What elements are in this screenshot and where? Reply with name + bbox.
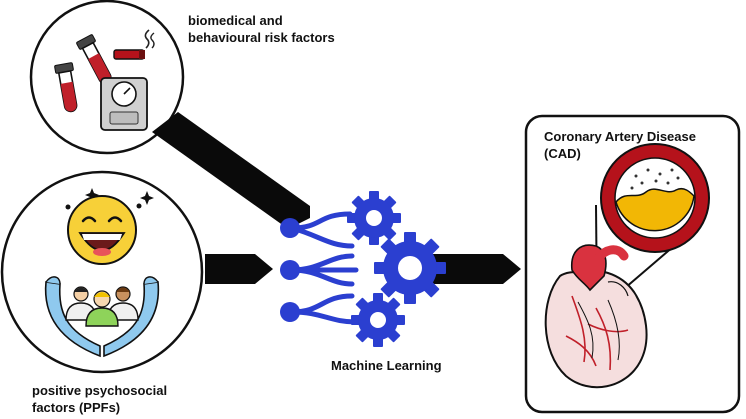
psychosocial-label: positive psychosocial factors (PPFs) <box>32 382 167 416</box>
caring-hands-icon <box>44 276 160 358</box>
people-group-icon <box>65 286 139 327</box>
gear-icon <box>351 293 405 347</box>
biomedical-risk-circle <box>29 0 185 155</box>
gear-icon <box>347 191 401 245</box>
cad-label-line1: Coronary Artery Disease <box>544 129 696 144</box>
artery-plaque-icon <box>600 143 710 253</box>
biomedical-label-line1: biomedical and <box>188 13 283 28</box>
arrow-biomedical-to-ml <box>152 112 310 226</box>
biomedical-label-line2: behavioural risk factors <box>188 30 335 45</box>
psychosocial-label-line1: positive psychosocial <box>32 383 168 398</box>
machine-learning-label: Machine Learning <box>331 358 442 373</box>
cad-label-line2: (CAD) <box>544 146 581 161</box>
heart-icon <box>544 244 648 389</box>
gear-icon <box>374 232 446 304</box>
neural-network-icon <box>280 211 359 325</box>
sparkle-icon <box>85 188 99 202</box>
laughing-emoji-icon <box>67 195 137 265</box>
blood-test-tube-icon <box>76 34 112 85</box>
sparkle-icon <box>140 191 154 205</box>
biomedical-label: biomedical and behavioural risk factors <box>188 12 335 46</box>
weighing-scale-icon <box>100 77 148 131</box>
sparkle-icon <box>65 204 71 210</box>
psychosocial-label-line2: factors (PPFs) <box>32 400 121 415</box>
blood-test-tube-icon <box>54 62 78 113</box>
arrow-ml-to-cad <box>420 254 521 284</box>
arrow-psychosocial-to-ml <box>205 254 273 284</box>
cigarette-icon <box>113 29 155 60</box>
sparkle-icon <box>136 203 142 209</box>
cad-label: Coronary Artery Disease (CAD) <box>544 128 696 162</box>
psychosocial-circle <box>0 170 204 374</box>
